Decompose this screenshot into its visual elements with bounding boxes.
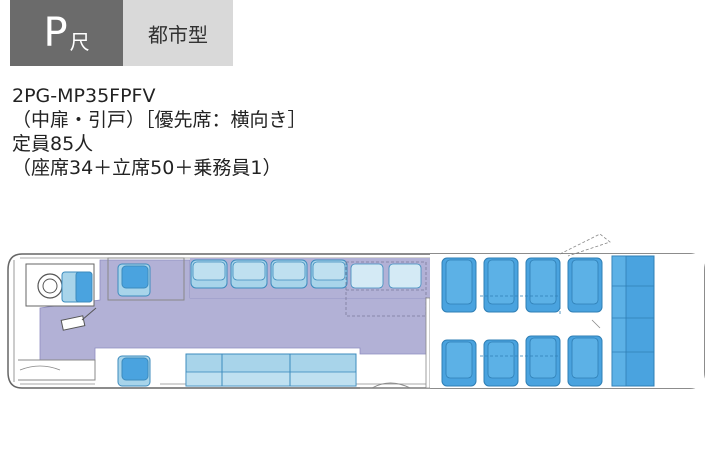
driver-seat	[61, 271, 93, 303]
bus-floor-plan	[7, 233, 705, 389]
priority-seat	[310, 259, 348, 289]
rear-seat	[525, 335, 561, 387]
bus-size-suffix: 尺	[69, 29, 90, 54]
middle-door-post	[425, 297, 431, 389]
rear-seat-row-top	[441, 257, 603, 313]
rear-seat	[441, 339, 477, 387]
bus-size-letter: P	[43, 10, 68, 56]
steering-wheel	[37, 273, 63, 299]
door-layout: （中扉・引戸）［優先席：横向き］	[12, 109, 307, 131]
middle-door	[360, 382, 430, 389]
rear-seat	[567, 335, 603, 387]
capacity: 定員85人	[12, 133, 94, 155]
rear-bench-seat	[611, 255, 655, 387]
front-single-seat-top	[117, 263, 151, 297]
front-door-arc	[19, 365, 61, 371]
wheel-well-front-top	[107, 257, 185, 301]
emergency-door	[559, 233, 611, 257]
bus-type-tag: 都市型	[123, 0, 233, 66]
side-bench	[185, 353, 357, 387]
folding-seat-zone	[345, 261, 427, 317]
rear-seat	[567, 257, 603, 313]
folding-seat	[388, 263, 422, 289]
priority-seat-row	[190, 259, 422, 289]
bus-size-tag: P 尺	[10, 0, 123, 66]
fare-box	[60, 307, 97, 331]
folding-seat	[350, 263, 384, 289]
rear-seat	[483, 339, 519, 387]
rear-seat	[441, 257, 477, 313]
priority-seat	[230, 259, 268, 289]
front-single-seat-bottom	[117, 355, 151, 387]
aisle-marker	[591, 319, 601, 329]
rear-wheel-well-top	[480, 295, 561, 314]
priority-seat	[190, 259, 228, 289]
front-door-step	[18, 359, 96, 381]
rear-seat	[525, 257, 561, 313]
priority-seat	[270, 259, 308, 289]
model-number: 2PG-MP35FPFV	[12, 85, 156, 107]
rear-seat	[483, 257, 519, 313]
rear-seat-row-bottom	[441, 335, 603, 387]
capacity-detail: （座席34＋立席50＋乗務員1）	[12, 157, 282, 179]
